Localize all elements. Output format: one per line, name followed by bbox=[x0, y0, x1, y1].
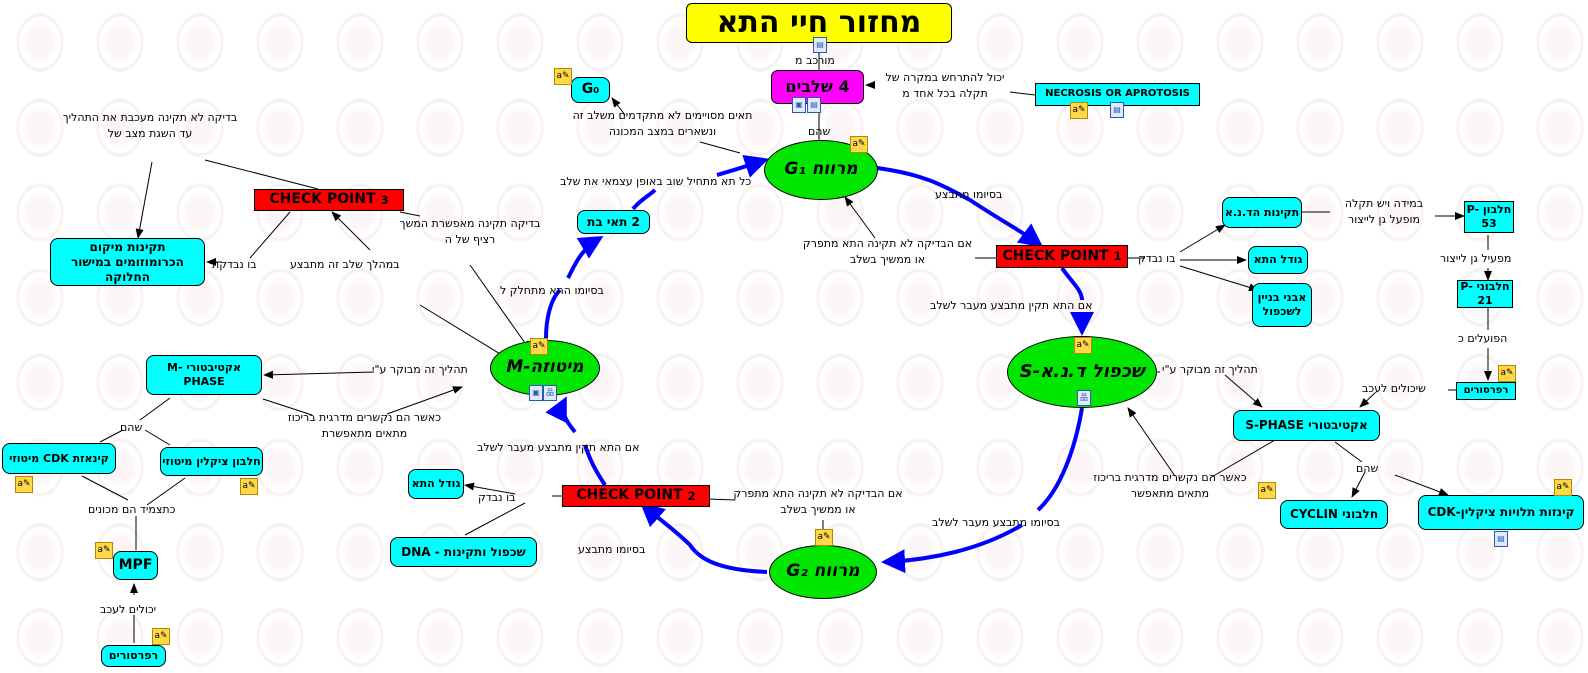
node-daughter-cells[interactable]: 2 תאי בת bbox=[577, 210, 650, 234]
document-icon[interactable]: ▤ bbox=[1494, 531, 1508, 547]
node-g2[interactable]: מרווח G₂ bbox=[769, 545, 877, 599]
checkpoint-number: 3 bbox=[380, 192, 389, 207]
node-checkpoint-1[interactable]: CHECK POINT 1 bbox=[996, 245, 1128, 268]
checkpoint-number: 1 bbox=[1113, 249, 1122, 264]
link-label: שהם bbox=[808, 125, 831, 138]
node-chromosome-alignment[interactable]: תקינות מיקום הכרומוזומים במישור החלוקה bbox=[50, 238, 205, 286]
note-icon[interactable]: a✎ bbox=[152, 628, 170, 645]
node-cell-size-right[interactable]: גודל התא bbox=[1248, 246, 1308, 274]
document-icon[interactable]: ▤ bbox=[813, 37, 827, 53]
note-icon[interactable]: a✎ bbox=[815, 529, 833, 546]
link-label: אם התא תקין מתבצע מעבר לשלב bbox=[477, 441, 640, 454]
link-label: מורכב מ bbox=[795, 54, 835, 67]
link-label: בו נבדק bbox=[478, 491, 516, 504]
note-icon[interactable]: a✎ bbox=[1554, 479, 1572, 496]
link-label: כאשר הם נקשרים מדרגית בריכוז מתאים מתאפש… bbox=[1093, 471, 1247, 500]
link-label: שהם bbox=[120, 421, 143, 434]
link-label: בסיומו מתבצע bbox=[935, 188, 1003, 201]
note-icon[interactable]: a✎ bbox=[1070, 102, 1088, 119]
link-label: בו נבדק bbox=[1138, 252, 1176, 265]
link-label: בו נבדקת bbox=[212, 258, 257, 271]
link-label: יכולים לעכב bbox=[100, 603, 157, 616]
link-label: בסיומו התא מתחלק ל bbox=[500, 284, 604, 297]
document-icon[interactable]: ▤ bbox=[807, 97, 821, 113]
node-cell-size-left[interactable]: גודל התא bbox=[408, 469, 464, 499]
note-icon[interactable]: a✎ bbox=[1074, 337, 1092, 354]
node-s-phase-activators[interactable]: אקטיבטורי S-PHASE bbox=[1233, 410, 1380, 441]
link-label: תהליך זה מבוקר ע"י bbox=[372, 363, 468, 376]
node-cyclin-mitotic[interactable]: חלבון ציקלין מיטוזי bbox=[160, 447, 263, 476]
note-icon[interactable]: a✎ bbox=[530, 338, 548, 355]
image-icon[interactable]: ▣ bbox=[792, 97, 806, 113]
checkpoint-number: 2 bbox=[687, 488, 696, 503]
link-label: תהליך זה מבוקר ע"י bbox=[1162, 363, 1258, 376]
link-label: אם התא תקין מתבצע מעבר לשלב bbox=[930, 299, 1093, 312]
node-mpf[interactable]: MPF bbox=[113, 551, 158, 580]
node-p53[interactable]: חלבון P-53 bbox=[1464, 201, 1514, 233]
hierarchy-icon[interactable]: 品 bbox=[1077, 390, 1091, 406]
node-cdk-mitotic[interactable]: קינאזת CDK מיטוזי bbox=[2, 443, 116, 474]
note-icon[interactable]: a✎ bbox=[850, 136, 868, 153]
link-label: במידה ויש תקלה מופעל גן לייצור bbox=[1344, 197, 1424, 226]
checkpoint-label: CHECK POINT bbox=[1002, 247, 1109, 264]
node-cdk[interactable]: קינזות תלויות ציקלין-CDK bbox=[1418, 495, 1584, 530]
link-label: בדיקה לא תקינה מעכבת את התהליך עד השגת מ… bbox=[62, 111, 238, 140]
link-label: שיכולים לעכב bbox=[1362, 382, 1426, 395]
link-label: בסיומו מתבצע מעבר לשלב bbox=[932, 516, 1060, 529]
node-repressors-left[interactable]: רפרסורים bbox=[101, 645, 166, 667]
link-label: אם הבדיקה לא תקינה התא מתפרק או ממשיך בש… bbox=[802, 237, 973, 266]
link-label: מפעיל גן לייצור bbox=[1440, 252, 1512, 265]
node-checkpoint-3[interactable]: CHECK POINT 3 bbox=[254, 189, 404, 211]
node-p21[interactable]: חלבוני P-21 bbox=[1457, 280, 1513, 308]
note-icon[interactable]: a✎ bbox=[554, 68, 572, 85]
link-label: בדיקה תקינה מאפשרת המשך רציף של ה bbox=[399, 217, 541, 246]
link-label: יכול להתרחש במקרה של תקלה בכל אחד מ bbox=[885, 71, 1005, 100]
note-icon[interactable]: a✎ bbox=[1498, 365, 1516, 382]
note-icon[interactable]: a✎ bbox=[15, 476, 33, 493]
checkpoint-label: CHECK POINT bbox=[576, 487, 683, 504]
image-icon[interactable]: ▣ bbox=[529, 385, 543, 401]
note-icon[interactable]: a✎ bbox=[240, 478, 258, 495]
node-dna-replication[interactable]: שכפול ותקינות - DNA bbox=[390, 537, 537, 567]
link-label: בסיומו מתבצע bbox=[578, 543, 646, 556]
node-checkpoint-2[interactable]: CHECK POINT 2 bbox=[562, 485, 710, 507]
node-cyclin-proteins[interactable]: חלבוני CYCLIN bbox=[1280, 500, 1388, 529]
node-dna-integrity[interactable]: תקינות הד.נ.א bbox=[1222, 197, 1302, 228]
node-building-blocks[interactable]: אבני בניין לשכפול bbox=[1252, 283, 1312, 327]
node-repressors-right[interactable]: רפרסורים bbox=[1456, 382, 1516, 400]
note-icon[interactable]: a✎ bbox=[1258, 482, 1276, 499]
link-label: כאשר הם נקשרים מדרגית בריכוז מתאים מתאפש… bbox=[287, 411, 442, 440]
title-node[interactable]: מחזור חיי התא bbox=[686, 3, 952, 43]
link-label: שהם bbox=[1356, 462, 1379, 475]
note-icon[interactable]: a✎ bbox=[95, 542, 113, 559]
hierarchy-icon[interactable]: 品 bbox=[543, 385, 557, 401]
checkpoint-label: CHECK POINT bbox=[269, 191, 376, 208]
document-icon[interactable]: ▤ bbox=[1110, 102, 1124, 118]
node-m-phase-activators[interactable]: אקטיבטורי M-PHASE bbox=[146, 355, 262, 395]
link-label: במהלך שלב זה מתבצע bbox=[290, 258, 400, 271]
link-label: כתצמיד הם מכונים bbox=[88, 503, 176, 516]
link-label: תאים מסויימים לא מתקדמים משלב זה ונשארים… bbox=[572, 109, 753, 138]
link-label: כל תא מתחיל שוב באופן עצמאי את שלב bbox=[560, 175, 752, 188]
link-label: אם הבדיקה לא תקינה התא מתפרק או ממשיך בש… bbox=[733, 487, 903, 516]
link-label: הפועלים כ bbox=[1458, 332, 1508, 345]
node-g0[interactable]: G₀ bbox=[571, 77, 610, 103]
